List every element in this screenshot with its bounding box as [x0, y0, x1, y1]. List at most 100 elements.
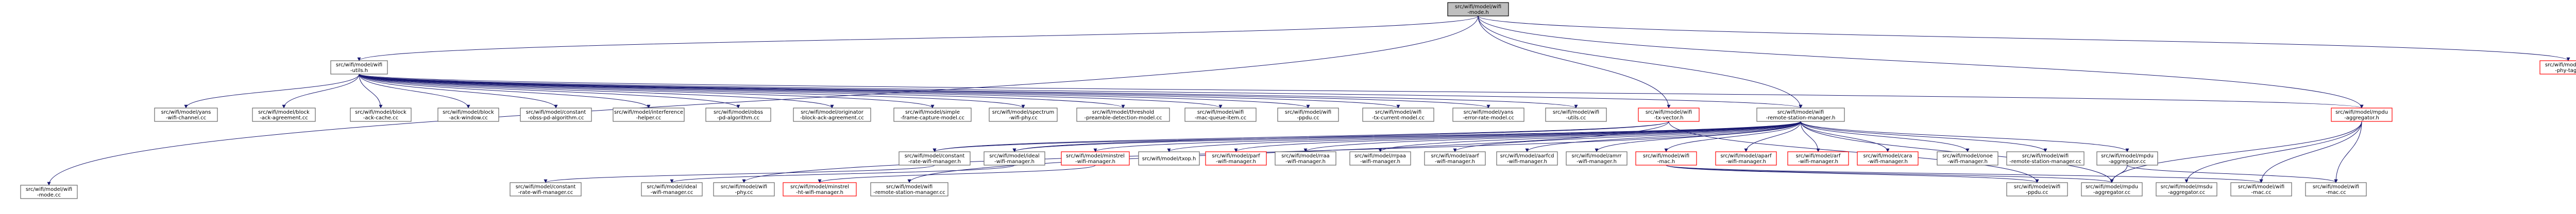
file-node-amrr_h[interactable]: src/wifi/model/amrr-wifi-manager.h: [1566, 151, 1628, 166]
edge-mpdu_agg_cc2-to-mpdu_cc: [2127, 165, 2338, 183]
edge-utils_h-to-tx_current: [359, 74, 1400, 109]
file-node-rsm_h[interactable]: src/wifi/model/wifi-remote-station-manag…: [1756, 108, 1845, 122]
file-node-aparf_h[interactable]: src/wifi/model/aparf-wifi-manager.h: [1715, 151, 1777, 166]
file-node-phy_tag[interactable]: src/wifi/model/wifi-phy-tag.h: [2539, 60, 2576, 75]
file-node-txop_h[interactable]: src/wifi/model/txop.h: [1138, 151, 1200, 166]
file-node-cara_h[interactable]: src/wifi/model/cara-wifi-manager.h: [1857, 151, 1919, 166]
file-node-tx_vector[interactable]: src/wifi/model/wifi-tx-vector.h: [1638, 108, 1700, 122]
file-node-blk_ack_cache[interactable]: src/wifi/model/block-ack-cache.cc: [350, 108, 412, 122]
file-node-onoe_h[interactable]: src/wifi/model/onoe-wifi-manager.h: [1937, 151, 1998, 166]
edge-rsm_h-to-onoe_h: [1800, 121, 1970, 152]
file-node-rraa_h[interactable]: src/wifi/model/rraa-wifi-manager.h: [1275, 151, 1336, 166]
node-label: src/wifi/model/amrr: [1571, 153, 1622, 159]
node-label: src/wifi/model/interference: [614, 110, 683, 115]
node-box: [613, 108, 685, 122]
file-node-tx_current[interactable]: src/wifi/model/wifi-tx-current-model.cc: [1362, 108, 1434, 122]
file-node-interf[interactable]: src/wifi/model/interference-helper.cc: [613, 108, 685, 122]
edge-rsm_h-to-wifi_mac_h: [1664, 121, 1801, 152]
file-node-mpdu_agg_cc2[interactable]: src/wifi/model/mpdu-aggregator.cc: [2096, 151, 2158, 166]
node-label: src/wifi/model/wifi: [1455, 4, 1501, 10]
file-node-wifi_mac_h[interactable]: src/wifi/model/wifi-mac.h: [1635, 151, 1697, 166]
node-box: [1545, 108, 1607, 122]
node-box: [2006, 151, 2084, 166]
file-node-rrpaa_h[interactable]: src/wifi/model/rrpaa-wifi-manager.h: [1349, 151, 1411, 166]
file-node-msdu_agg_cc[interactable]: src/wifi/model/msdu-aggregator.cc: [2156, 182, 2217, 197]
node-label: src/wifi/model/parf: [1212, 153, 1260, 159]
file-node-rsm_cc[interactable]: src/wifi/model/wifi-remote-station-manag…: [2006, 151, 2084, 166]
file-node-threshold[interactable]: src/wifi/model/threshold-preamble-detect…: [1076, 108, 1170, 122]
edge-rsm_h-to-amrr_h: [1595, 121, 1801, 152]
file-node-minstrel_ht_h[interactable]: src/wifi/model/minstrel-ht-wifi-manager.…: [783, 182, 857, 197]
file-node-aarfcd_h[interactable]: src/wifi/model/aarfcd-wifi-manager.h: [1496, 151, 1558, 166]
node-label: src/wifi/model/wifi: [1285, 110, 1331, 115]
node-label: -wifi-manager.h: [1726, 159, 1766, 165]
file-node-arf_h[interactable]: src/wifi/model/arf-wifi-manager.h: [1787, 151, 1849, 166]
node-box: [641, 182, 703, 197]
node-label: -wifi-manager.h: [1360, 159, 1400, 165]
node-label: src/wifi/model/spectrum: [992, 110, 1054, 115]
node-label: -mac.cc: [2326, 190, 2346, 195]
file-node-wifi_ppdu[interactable]: src/wifi/model/wifi-ppdu.cc: [1277, 108, 1339, 122]
file-node-mac_queue[interactable]: src/wifi/model/wifi-mac-queue-item.cc: [1184, 108, 1257, 122]
node-label: src/wifi/model/block: [443, 110, 494, 115]
node-label: src/wifi/model/txop.h: [1142, 156, 1196, 162]
edge-utils_h-to-const_obss: [359, 74, 558, 109]
edge-rsm_h-to-mpdu_agg_cc2: [1800, 121, 2129, 152]
edge-utils_h-to-rsm_h: [359, 74, 1802, 109]
node-box: [1447, 2, 1509, 16]
file-node-wifi_mac_cc[interactable]: src/wifi/model/wifi-mac.cc: [2230, 182, 2292, 197]
edge-rsm_h-to-aparf_h: [1744, 121, 1801, 152]
node-label: src/wifi/model/aparf: [1720, 153, 1772, 159]
edge-rsm_h-to-ideal_h: [1012, 121, 1801, 152]
node-label: -phy-tag.h: [2555, 68, 2576, 74]
node-label: src/wifi/model/wifi: [1197, 110, 1244, 115]
file-node-wifi_ppdu_cc[interactable]: src/wifi/model/wifi-ppdu.cc: [2006, 182, 2068, 197]
edge-root-to-mode_cc: [47, 15, 1479, 186]
file-node-mpdu_cc[interactable]: src/wifi/model/wifi-mac.cc: [2305, 182, 2367, 197]
file-node-utils_cc[interactable]: src/wifi/model/wifi-utils.cc: [1545, 108, 1607, 122]
edge-rsm_h-to-rsm_cc: [1800, 121, 2047, 152]
file-node-const_rate_cc[interactable]: src/wifi/model/constant-rate-wifi-manage…: [510, 182, 582, 197]
file-node-const_obss[interactable]: src/wifi/model/constant-obss-pd-algorith…: [520, 108, 592, 122]
file-node-mpdu_agg_h[interactable]: src/wifi/model/mpdu-aggregator.h: [2331, 108, 2393, 122]
file-node-ideal_h[interactable]: src/wifi/model/ideal-wifi-manager.h: [984, 151, 1045, 166]
edge-utils_h-to-obss_pd: [359, 74, 740, 109]
file-node-wifi_phy_cc[interactable]: src/wifi/model/wifi-phy.cc: [713, 182, 775, 197]
file-node-minstrel_h[interactable]: src/wifi/model/minstrel-wifi-manager.h: [1061, 151, 1130, 166]
edge-wifi_mac_h-to-wifi_ppdu_cc: [1666, 165, 2039, 183]
node-label: src/wifi/model/rraa: [1281, 153, 1329, 159]
file-node-parf_h[interactable]: src/wifi/model/parf-wifi-manager.h: [1205, 151, 1267, 166]
file-node-blk_ack_agree[interactable]: src/wifi/model/block-ack-agreement.cc: [252, 108, 316, 122]
file-node-ideal_cc[interactable]: src/wifi/model/ideal-wifi-manager.cc: [641, 182, 703, 197]
node-label: src/wifi/model/mpdu: [2101, 153, 2154, 159]
file-node-simple_frame[interactable]: src/wifi/model/simple-frame-capture-mode…: [893, 108, 972, 122]
file-node-obss_pd[interactable]: src/wifi/model/obss-pd-algorithm.cc: [705, 108, 771, 122]
edge-utils_h-to-blk_ack_win: [359, 74, 470, 109]
node-label: -wifi-manager.cc: [651, 190, 693, 195]
node-label: -wifi-manager.h: [1947, 159, 1988, 165]
file-node-mode_cc[interactable]: src/wifi/model/wifi-mode.cc: [20, 185, 78, 199]
file-node-blk_ack_win[interactable]: src/wifi/model/block-ack-window.cc: [437, 108, 499, 122]
file-node-yans_err[interactable]: src/wifi/model/yans-error-rate-model.cc: [1452, 108, 1524, 122]
node-box: [252, 108, 316, 122]
node-box: [713, 182, 775, 197]
edge-utils_h-to-spectrum_phy: [359, 74, 1025, 109]
file-node-mpdu_agg_cc[interactable]: src/wifi/model/mpdu-aggregator.cc: [2081, 182, 2143, 197]
node-label: src/wifi/model/onoe: [1942, 153, 1993, 159]
file-node-yans_ch[interactable]: src/wifi/model/yans-wifi-channel.cc: [154, 108, 218, 122]
file-node-utils_h[interactable]: src/wifi/model/wifi-utils.h: [330, 60, 388, 75]
edge-mpdu_agg_h-to-wifi_mac_cc: [2259, 121, 2362, 183]
node-box: [1937, 151, 1998, 166]
file-node-root[interactable]: src/wifi/model/wifi-mode.h: [1447, 2, 1509, 16]
node-label: src/wifi/model/yans: [161, 110, 211, 115]
file-node-rsm_pcc[interactable]: src/wifi/model/wifi-remote-station-manag…: [870, 182, 948, 197]
file-node-orig_blk[interactable]: src/wifi/model/originator-block-ack-agre…: [793, 108, 871, 122]
file-node-const_rate[interactable]: src/wifi/model/constant-rate-wifi-manage…: [899, 151, 971, 166]
file-node-spectrum_phy[interactable]: src/wifi/model/spectrum-wifi-phy.cc: [989, 108, 1058, 122]
file-node-aarf_h[interactable]: src/wifi/model/aarf-wifi-manager.h: [1424, 151, 1486, 166]
node-label: src/wifi/model/wifi: [26, 187, 72, 192]
edge-utils_h-to-mac_queue: [359, 74, 1223, 109]
node-label: src/wifi/model/wifi: [2238, 184, 2284, 190]
edge-tx_vector-to-ideal_h: [1012, 121, 1669, 152]
node-label: -phy.cc: [735, 190, 753, 195]
